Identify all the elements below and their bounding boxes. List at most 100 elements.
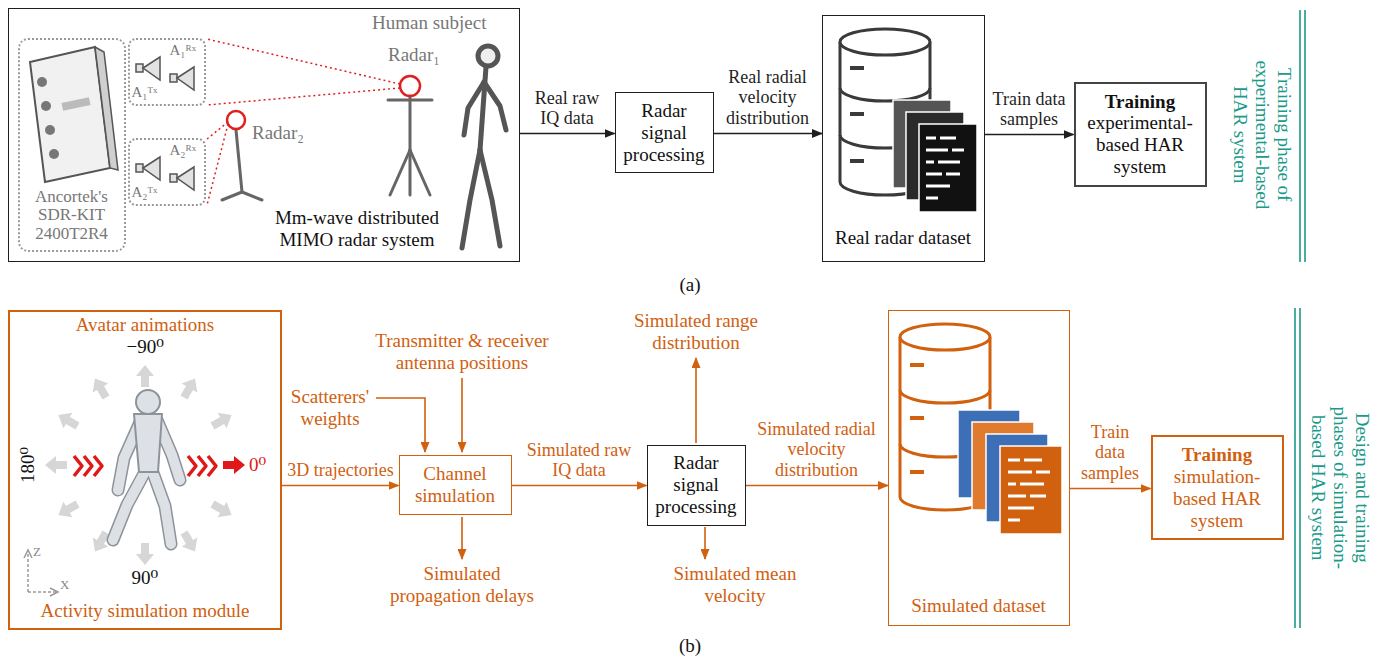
motion-chevrons: [94, 456, 102, 476]
human-figure: [464, 82, 484, 135]
radar-pole: [236, 130, 242, 192]
axis-symbol: [24, 550, 32, 558]
box-text: Channel simulation: [405, 463, 506, 507]
axis-symbol: [27, 552, 29, 592]
side-bracket: [1299, 308, 1301, 628]
radar-pole: [222, 192, 242, 200]
box-text: A₂ᴿˣ: [170, 142, 197, 159]
radar-device: [49, 149, 59, 159]
side-bracket: [1295, 10, 1305, 628]
output-label: Simulated propagation delays: [377, 563, 547, 607]
box-text: Real radar dataset: [823, 227, 983, 249]
radar-pole: [242, 192, 262, 200]
process-box: Radar signal processing: [615, 92, 714, 173]
dataset-box: Simulated dataset: [888, 310, 1070, 626]
radar-device: [37, 77, 47, 87]
panel-tag: (b): [679, 635, 701, 657]
antenna-icon: [143, 157, 160, 180]
panel-tag: (a): [680, 274, 701, 296]
edge-label: Real radial velocity distribution: [717, 67, 818, 129]
motion-chevrons: [198, 456, 206, 476]
zoom-line: [207, 39, 400, 84]
box-text: Activity simulation module: [10, 600, 280, 622]
radar-tripod: [409, 150, 412, 195]
motion-chevrons: [208, 456, 216, 476]
radar-tripod: [388, 96, 432, 195]
antenna-icon: [136, 57, 194, 190]
avatar-figure: [113, 390, 180, 544]
antenna-callout: A₁ᴿˣA₁ᵀˣ: [128, 38, 206, 106]
human-figure: [462, 150, 480, 248]
edge-label: 3D trajectories: [287, 460, 393, 481]
edge-label: Simulated radial velocity distribution: [749, 419, 884, 481]
radar-marker: [227, 111, 245, 129]
leader-arrow: [376, 358, 705, 559]
human-figure: [484, 82, 506, 130]
box-text: Avatar animations: [10, 314, 280, 336]
data-sheet: [1000, 446, 1062, 534]
radar-tripod: [388, 99, 432, 102]
edge-label: Train data samples: [989, 89, 1070, 130]
box-text: simulation-based HAR system: [1158, 466, 1277, 532]
motion-chevrons: [188, 456, 196, 476]
leader-arrow: [376, 398, 425, 452]
box-text: Training: [1182, 444, 1252, 466]
axis-symbol: [24, 550, 58, 596]
edge-label: Simulated raw IQ data: [516, 440, 643, 481]
box-text: Radar signal processing: [621, 100, 708, 166]
output-label: Simulated mean velocity: [660, 563, 810, 607]
avatar-figure: [152, 470, 171, 544]
axis-symbol: [28, 591, 56, 593]
direction-arrow: [181, 378, 198, 399]
heading-arrow: [223, 456, 245, 474]
leader-arrow: [461, 378, 463, 452]
edge-label: Train data samples: [1074, 422, 1147, 484]
data-sheet: [926, 138, 964, 198]
radar-tripod: [390, 150, 410, 195]
flow-arrow: [520, 133, 615, 135]
avatar-figure: [152, 470, 171, 544]
angle-label: −90⁰: [127, 336, 164, 358]
zoom-line: [207, 88, 400, 105]
data-sheet: [958, 410, 1062, 534]
radar-device: [95, 47, 118, 170]
human-figure: [478, 46, 498, 66]
leader-arrow: [704, 527, 706, 559]
motion-chevrons: [74, 456, 82, 476]
flow-arrow: [1070, 488, 1151, 490]
process-box: Channel simulation: [399, 455, 512, 515]
box-text: Ancortek's SDR-KIT 2400T2R4: [22, 188, 122, 244]
direction-arrow: [58, 413, 79, 430]
radar-device: [30, 47, 118, 182]
data-sheet: [1008, 460, 1050, 520]
database-icon: [850, 68, 864, 161]
antenna-icon: [143, 57, 160, 80]
zoom-line: [207, 122, 228, 139]
angle-label: 90⁰: [132, 567, 159, 589]
antenna-icon: [177, 167, 194, 190]
direction-arrows: [45, 365, 245, 565]
edge-label: Real raw IQ data: [524, 88, 611, 129]
zoom-line: [207, 39, 400, 205]
side-bracket: [1304, 10, 1306, 262]
radar-device: [61, 97, 90, 111]
input-label: Scatterers' weights: [284, 386, 376, 430]
training-box: Trainingsimulation-based HAR system: [1151, 435, 1284, 540]
box-text: Mm-wave distributed MIMO radar system: [267, 207, 447, 251]
antenna-icon: [177, 67, 194, 90]
figure-label: Radar₁: [388, 44, 440, 66]
database-icon: [900, 324, 990, 350]
leader-arrow: [461, 517, 463, 559]
data-sheet: [919, 124, 977, 212]
direction-arrow: [211, 413, 232, 430]
avatar-figure: [113, 470, 146, 540]
avatar-figure: [136, 390, 160, 414]
database-icon: [840, 29, 930, 55]
human-figure: [480, 150, 500, 246]
side-bracket: [1294, 308, 1296, 628]
direction-arrow: [136, 365, 154, 387]
motion-chevrons: [74, 456, 216, 476]
direction-arrow: [93, 378, 110, 399]
axis-label: Z: [33, 545, 41, 560]
